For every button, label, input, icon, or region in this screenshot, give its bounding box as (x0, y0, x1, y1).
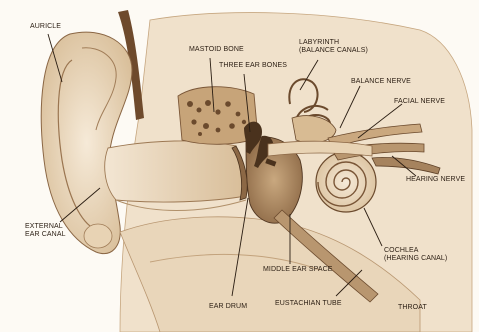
label-middle-ear-space: MIDDLE EAR SPACE (263, 266, 333, 274)
label-hearing-nerve: HEARING NERVE (406, 176, 465, 184)
cochlea-shape (316, 152, 376, 212)
external-canal-shape (105, 141, 246, 202)
label-facial-nerve: FACIAL NERVE (394, 98, 445, 106)
label-external-line1: EXTERNAL (25, 223, 66, 231)
ear-lobe (84, 224, 112, 248)
label-eustachian-tube: EUSTACHIAN TUBE (275, 300, 342, 308)
auricle-shape (41, 32, 132, 253)
label-mastoid-bone: MASTOID BONE (189, 46, 244, 54)
label-auricle: AURICLE (30, 23, 61, 31)
label-ear-drum: EAR DRUM (209, 303, 247, 311)
label-cochlea-line1: COCHLEA (384, 247, 447, 255)
label-external-ear-canal: EXTERNAL EAR CANAL (25, 223, 66, 239)
label-labyrinth-line1: LABYRINTH (299, 39, 368, 47)
label-cochlea-line2: (HEARING CANAL) (384, 255, 447, 263)
label-balance-nerve: BALANCE NERVE (351, 78, 411, 86)
label-labyrinth: LABYRINTH (BALANCE CANALS) (299, 39, 368, 55)
label-external-line2: EAR CANAL (25, 231, 66, 239)
label-throat: THROAT (398, 304, 427, 312)
label-labyrinth-line2: (BALANCE CANALS) (299, 47, 368, 55)
label-three-ear-bones: THREE EAR BONES (219, 62, 287, 70)
label-cochlea: COCHLEA (HEARING CANAL) (384, 247, 447, 263)
